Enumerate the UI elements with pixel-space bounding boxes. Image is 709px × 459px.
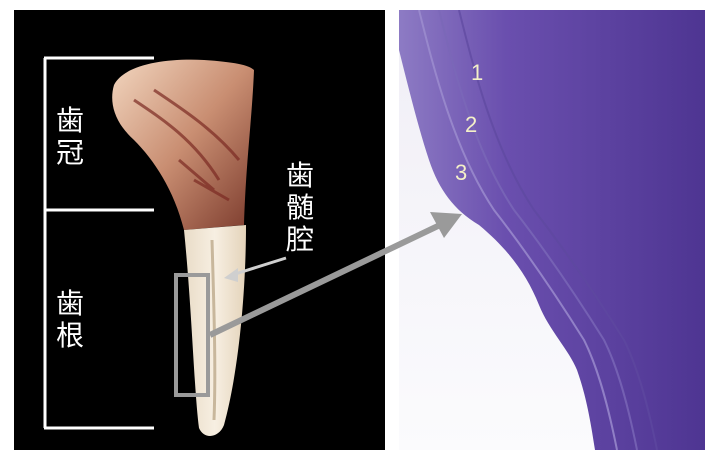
histology-image	[399, 10, 705, 450]
tooth-crown	[112, 60, 254, 230]
crown-label: 歯 冠	[54, 105, 86, 169]
pulp-cavity-label: 歯 髄 腔	[284, 160, 316, 256]
layer-number-2: 2	[465, 112, 477, 138]
micrograph-panel: 1 2 3	[399, 10, 705, 450]
tooth-photo-panel: 歯 冠 歯 根 歯 髄 腔	[14, 10, 385, 450]
layer-number-3: 3	[455, 160, 467, 186]
root-label: 歯 根	[54, 288, 86, 352]
tooth-illustration	[14, 10, 385, 450]
layer-number-1: 1	[471, 60, 483, 86]
